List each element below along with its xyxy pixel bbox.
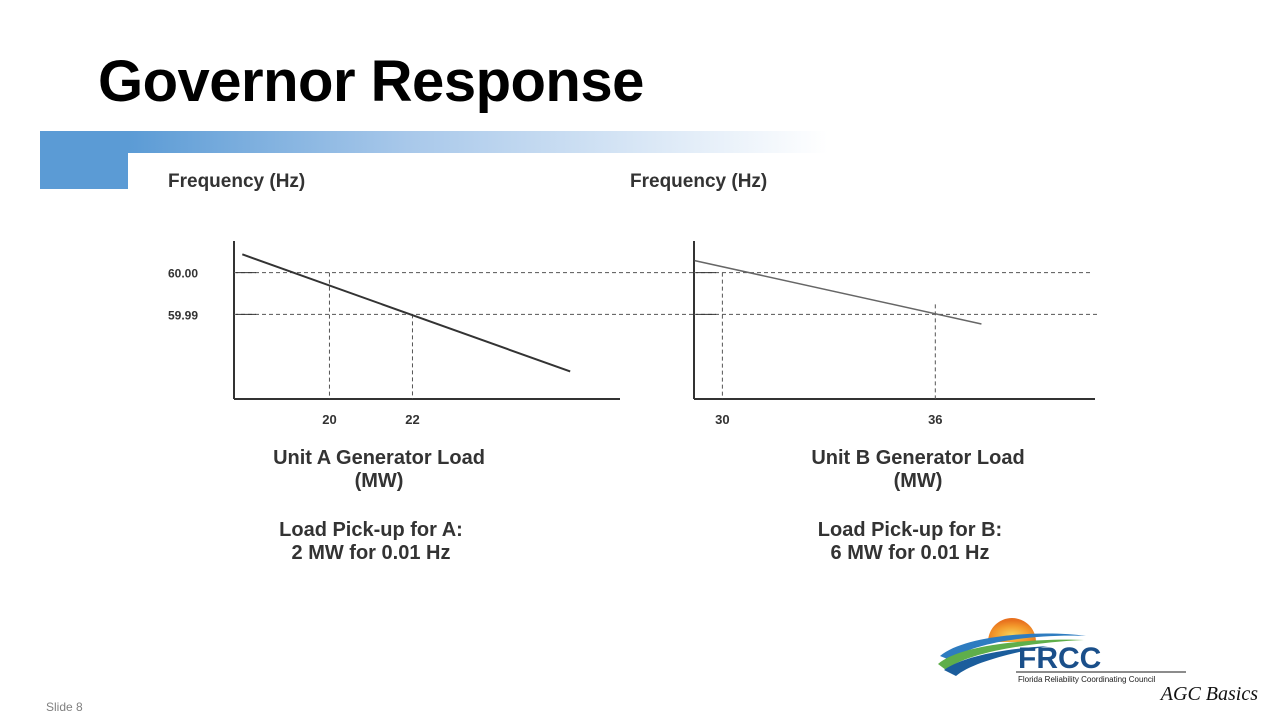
y-tick-label: 60.00 [168,267,198,281]
x-tick-label: 36 [928,412,942,427]
chart-a-xlabel: Unit A Generator Load (MW) [209,447,549,493]
y-tick-label: 59.99 [168,308,198,322]
droop-line [694,259,982,325]
slide-title: Governor Response [98,49,644,114]
chart-b-xlabel-line-2: (MW) [893,470,943,492]
chart-a-caption: Load Pick-up for A: 2 MW for 0.01 Hz [201,519,541,565]
chart-a-xlabel-line-2: (MW) [354,470,404,492]
frcc-logo: FRCC Florida Reliability Coordinating Co… [936,604,1192,688]
droop-line [241,253,571,373]
x-tick-label: 30 [715,412,729,427]
logo-acronym: FRCC [1018,642,1101,675]
chart-b-caption-line-2: 6 MW for 0.01 Hz [830,542,990,564]
chart-a-caption-line-1: Load Pick-up for A: [279,519,463,541]
logo-org-name: Florida Reliability Coordinating Council [1018,675,1156,684]
chart-a-xlabel-line-1: Unit A Generator Load [273,447,485,469]
title-accent-bar [128,131,828,153]
chart-b-caption-line-1: Load Pick-up for B: [817,519,1003,541]
x-tick-label: 22 [405,412,419,427]
chart-a-caption-line-2: 2 MW for 0.01 Hz [291,542,451,564]
chart-b: Frequency (Hz) 30 36 [630,171,1100,427]
chart-a: Frequency (Hz) 60.00 59.99 20 22 [168,171,694,427]
slide-number: Slide 8 [46,700,83,714]
y-axis-label: Frequency (Hz) [168,171,305,192]
chart-b-xlabel: Unit B Generator Load (MW) [748,447,1088,493]
x-tick-label: 20 [322,412,336,427]
chart-b-caption: Load Pick-up for B: 6 MW for 0.01 Hz [740,519,1080,565]
y-axis-label: Frequency (Hz) [630,171,767,192]
footer-label: AGC Basics [1160,683,1258,705]
title-accent-block [40,131,128,189]
chart-b-xlabel-line-1: Unit B Generator Load [811,447,1025,469]
